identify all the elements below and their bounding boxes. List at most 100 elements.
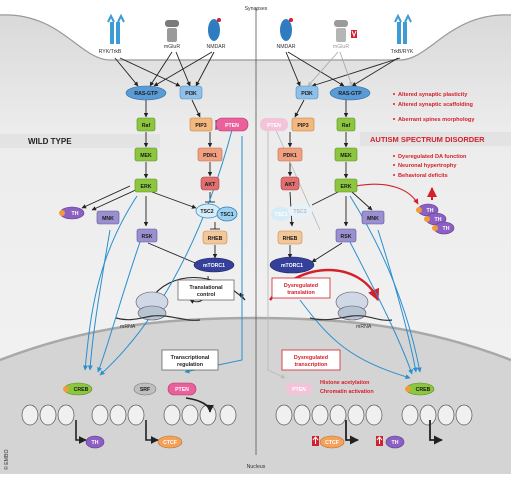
svg-text:TSC1: TSC1 (220, 212, 233, 218)
node-mek-right: MEK (334, 147, 358, 162)
receptor-mglur-left (165, 20, 179, 42)
ribosome-left (135, 291, 169, 321)
svg-text:AKT: AKT (285, 182, 296, 188)
mrna-label: mRNA (356, 324, 372, 330)
svg-text:TH: TH (427, 208, 434, 214)
svg-text:CREB: CREB (416, 387, 431, 393)
svg-text:TSC1: TSC1 (274, 212, 287, 218)
receptor-label: mGluR (164, 44, 180, 50)
node-mtorc1-right: mTORC1 (269, 256, 315, 274)
svg-text:TH: TH (92, 440, 99, 446)
svg-text:PTEN: PTEN (292, 387, 306, 393)
svg-text:Histone acetylation: Histone acetylation (320, 380, 369, 386)
node-ras-gtp-left: RAS-GTP (125, 85, 167, 101)
svg-text:RSK: RSK (341, 234, 352, 240)
gene-arrows-right (345, 420, 443, 445)
asd-title: AUTISM SPECTRUM DISORDER (370, 135, 485, 144)
right-arrows (262, 51, 401, 263)
node-tsc1-left: TSC1 (216, 206, 238, 222)
asd-features-top: Altered synaptic plasticity Altered syna… (393, 92, 475, 123)
mrna-label: mRNA (120, 324, 136, 330)
svg-text:RAS-GTP: RAS-GTP (134, 91, 158, 97)
erk-to-th-arrow (355, 183, 419, 205)
dysregulated-translation-box: Dysregulated translation (271, 277, 331, 299)
node-mnk-right: MNK (361, 210, 385, 225)
node-pten-nuclear-right-faded: PTEN (286, 383, 312, 395)
gene-th-right: TH (376, 435, 405, 449)
svg-text:Raf: Raf (342, 123, 351, 129)
svg-text:Transcriptional: Transcriptional (171, 355, 210, 361)
node-rheb-right: RHEB (277, 230, 303, 245)
svg-text:translation: translation (287, 290, 315, 296)
transcriptional-regulation-box: Transcriptional regulation (161, 349, 219, 371)
node-pdk1-left: PDK1 (197, 147, 223, 162)
svg-text:ERK: ERK (141, 184, 152, 190)
chromatin-left (21, 404, 237, 426)
wild-type-band (0, 134, 160, 148)
node-rsk-left: RSK (136, 228, 158, 243)
svg-text:Aberrant spines morphology: Aberrant spines morphology (398, 117, 475, 123)
receptor-nmdar-left (208, 18, 221, 41)
svg-text:Chromatin activation: Chromatin activation (320, 389, 374, 395)
copyright-label: © EMBO (3, 449, 10, 470)
svg-text:PIP3: PIP3 (195, 123, 206, 129)
receptor-mglur-right (334, 20, 357, 42)
svg-text:CTCF: CTCF (325, 440, 339, 446)
node-rheb-left: RHEB (202, 230, 228, 245)
receptor-ryk-trkb-left (107, 13, 125, 44)
node-akt-right: AKT (280, 176, 300, 191)
svg-text:MNK: MNK (102, 216, 114, 222)
node-pi3k-right: PI3K (295, 85, 319, 100)
node-pip3-left: PIP3 (189, 117, 213, 132)
svg-text:Altered synaptic scaffolding: Altered synaptic scaffolding (398, 102, 473, 108)
svg-text:TSC2: TSC2 (293, 209, 306, 215)
node-erk-right: ERK (334, 178, 358, 193)
node-tsc2-left: TSC2 (195, 203, 221, 219)
svg-text:MNK: MNK (367, 216, 379, 222)
mrna-strand-left (115, 315, 201, 321)
wild-type-label: WILD TYPE (28, 137, 72, 146)
gene-ctcf-right: CTCF (312, 435, 345, 449)
node-tsc2-right-faded: TSC2 (288, 204, 312, 218)
svg-text:control: control (197, 292, 216, 298)
receptor-label: RYK/TrkB (99, 49, 122, 55)
svg-text:RSK: RSK (142, 234, 153, 240)
node-pip3-right: PIP3 (291, 117, 315, 132)
svg-text:PIP3: PIP3 (297, 123, 308, 129)
left-blue-arrows (82, 129, 243, 376)
svg-text:ERK: ERK (341, 184, 352, 190)
svg-text:TH: TH (72, 211, 79, 217)
asd-features-bottom: Dysregulated DA function Neuronal hypert… (393, 154, 467, 179)
svg-text:PI3K: PI3K (301, 91, 313, 97)
svg-text:regulation: regulation (177, 362, 203, 368)
node-th-side-left: TH (59, 206, 85, 220)
gene-arrows-left (75, 397, 214, 444)
nucleus (0, 318, 511, 474)
svg-text:Neuronal hypertrophy: Neuronal hypertrophy (398, 163, 457, 169)
chromatin-right (275, 404, 473, 426)
receptor-nmdar-right (280, 18, 293, 41)
node-pdk1-right: PDK1 (277, 147, 303, 162)
nucleus-label: Nucleus (247, 464, 266, 470)
synapses-label: Synapses (245, 6, 268, 12)
th-cluster-right: TH TH TH (416, 203, 455, 235)
node-mnk-left: MNK (96, 210, 120, 225)
node-creb-left: CREB (63, 382, 93, 396)
svg-text:PDK1: PDK1 (283, 153, 297, 159)
svg-text:mTORC1: mTORC1 (203, 263, 225, 269)
ribosome-right (335, 291, 369, 321)
receptor-trkb-ryk-right (394, 13, 412, 44)
node-ras-gtp-right: RAS-GTP (329, 85, 371, 101)
node-raf-left: Raf (136, 117, 156, 132)
svg-text:TSC2: TSC2 (200, 209, 213, 215)
svg-text:Dysregulated: Dysregulated (284, 283, 318, 289)
cell-membrane (0, 14, 511, 61)
node-akt-left: AKT (200, 176, 220, 191)
svg-text:TH: TH (435, 217, 442, 223)
node-pten-nuclear-left: PTEN (167, 382, 197, 396)
svg-text:PI3K: PI3K (185, 91, 197, 97)
svg-text:RHEB: RHEB (283, 236, 298, 242)
svg-text:AKT: AKT (205, 182, 216, 188)
svg-text:PDK1: PDK1 (203, 153, 217, 159)
